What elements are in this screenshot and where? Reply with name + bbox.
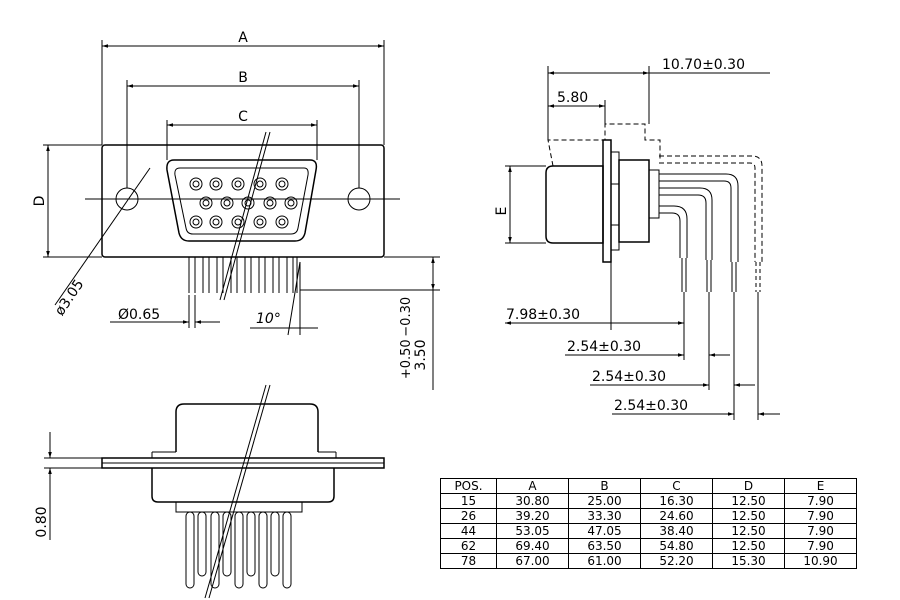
- side-view: 10.70±0.30 5.80 E 7.98±0.30 2.54±0.30 2.…: [494, 57, 780, 420]
- dimension-table: POS. A B C D E 15 30.80 25.00 16.30 12.5…: [440, 478, 857, 569]
- table-cell: 12.50: [712, 493, 785, 509]
- label-angle: 10°: [256, 311, 281, 327]
- d-shell-outer: [166, 159, 318, 242]
- table-header-row: POS. A B C D E: [440, 478, 857, 494]
- front-flange: [101, 144, 385, 258]
- label-height-main: 3.50: [413, 339, 429, 370]
- table-row: 26 39.20 33.30 24.60 12.50 7.90: [440, 508, 857, 524]
- break-line-a: [219, 131, 267, 301]
- table-header-cell: D: [712, 478, 785, 494]
- table-row: 44 53.05 47.05 38.40 12.50 7.90: [440, 523, 857, 539]
- table-row: 78 67.00 61.00 52.20 15.30 10.90: [440, 553, 857, 569]
- table-cell: 16.30: [640, 493, 713, 509]
- table-cell: 25.00: [568, 493, 641, 509]
- side-mating-outline: [547, 123, 661, 167]
- table-header-cell: E: [784, 478, 857, 494]
- side-body: [545, 165, 604, 244]
- table-cell: 53.05: [496, 523, 569, 539]
- table-cell: 24.60: [640, 508, 713, 524]
- label-side-flange: 5.80: [557, 90, 588, 106]
- table-cell: 7.90: [784, 493, 857, 509]
- table-cell: 15.30: [712, 553, 785, 569]
- bent-pin-1: [659, 205, 688, 258]
- table-cell: 38.40: [640, 523, 713, 539]
- pin-tails: [681, 258, 761, 292]
- bottom-d-body: [175, 403, 319, 452]
- table-cell: 7.90: [784, 538, 857, 554]
- table-cell: 7.90: [784, 523, 857, 539]
- break-line-b: [223, 131, 271, 301]
- table-cell: 12.50: [712, 538, 785, 554]
- bent-pin-3: [659, 173, 739, 262]
- table-cell: 12.50: [712, 523, 785, 539]
- table-cell: 67.00: [496, 553, 569, 569]
- hole-dia-leader: [54, 167, 151, 306]
- pins-bottom: [185, 511, 292, 589]
- table-cell: 61.00: [568, 553, 641, 569]
- side-rear-housing: [618, 159, 650, 243]
- table-cell: 39.20: [496, 508, 569, 524]
- table-cell: 15: [440, 493, 497, 509]
- table-cell: 30.80: [496, 493, 569, 509]
- label-pitch-3: 2.54±0.30: [614, 398, 688, 414]
- bottom-lower-body: [151, 468, 335, 503]
- table-row: 15 30.80 25.00 16.30 12.50 7.90: [440, 493, 857, 509]
- d-shell-inner: [174, 167, 309, 235]
- bent-pin-2: [659, 187, 713, 260]
- table-cell: 78: [440, 553, 497, 569]
- label-dim-c: C: [238, 109, 248, 125]
- table-cell: 12.50: [712, 508, 785, 524]
- table-cell: 63.50: [568, 538, 641, 554]
- table-cell: 52.20: [640, 553, 713, 569]
- label-dim-e: E: [494, 207, 510, 216]
- front-view: A B C D ø3.05 Ø0.65 10° 3.50 +0.50 −0.30: [32, 30, 440, 390]
- label-pin-dia: Ø0.65: [118, 307, 160, 323]
- side-flange: [602, 139, 612, 263]
- bent-pin-4-dashed: [659, 155, 763, 262]
- label-side-depth: 10.70±0.30: [662, 57, 745, 73]
- label-dim-a: A: [238, 30, 248, 46]
- contacts-front: [189, 177, 298, 229]
- table-cell: 62: [440, 538, 497, 554]
- label-height-tol: +0.50 −0.30: [399, 297, 414, 379]
- table-cell: 69.40: [496, 538, 569, 554]
- label-pitch-2: 2.54±0.30: [592, 369, 666, 385]
- table-cell: 44: [440, 523, 497, 539]
- table-cell: 7.90: [784, 508, 857, 524]
- table-cell: 10.90: [784, 553, 857, 569]
- label-flange-thk: 0.80: [34, 506, 50, 537]
- label-dim-d: D: [32, 196, 48, 207]
- table-cell: 54.80: [640, 538, 713, 554]
- table-header-cell: A: [496, 478, 569, 494]
- table-cell: 26: [440, 508, 497, 524]
- label-pitch-1: 2.54±0.30: [567, 339, 641, 355]
- pins-front: [188, 257, 298, 293]
- table-row: 62 69.40 63.50 54.80 12.50 7.90: [440, 538, 857, 554]
- bottom-view: 0.80: [34, 384, 385, 599]
- label-dim-b: B: [238, 70, 248, 86]
- table-cell: 47.05: [568, 523, 641, 539]
- label-hole-dia: ø3.05: [52, 277, 87, 319]
- table-header-cell: C: [640, 478, 713, 494]
- label-side-tail: 7.98±0.30: [506, 307, 580, 323]
- table-header-cell: B: [568, 478, 641, 494]
- table-cell: 33.30: [568, 508, 641, 524]
- table-header-cell: POS.: [440, 478, 497, 494]
